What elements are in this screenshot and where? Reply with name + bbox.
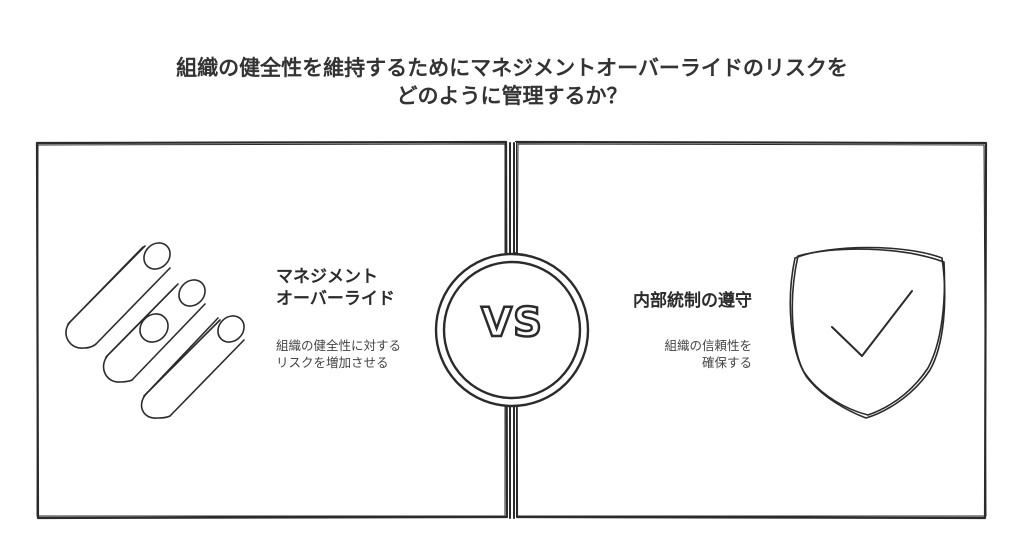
title-line-2: どのように管理するか？ — [396, 84, 628, 108]
left-heading-line-2: オーバーライド — [276, 289, 395, 309]
vs-badge — [434, 142, 590, 519]
right-desc-line-1: 組織の信頼性を — [664, 338, 752, 353]
page-title: 組織の健全性を維持するためにマネジメントオーバーライドのリスクを どのように管理… — [0, 54, 1024, 110]
left-heading-line-1: マネジメント — [276, 267, 378, 287]
right-heading: 内部統制の遵守 — [633, 291, 752, 311]
left-description: 組織の健全性に対する リスクを増加させる — [276, 337, 401, 371]
left-desc-line-2: リスクを増加させる — [276, 355, 389, 370]
title-line-1: 組織の健全性を維持するためにマネジメントオーバーライドのリスクを — [176, 56, 848, 80]
diagonal-bars-icon — [65, 242, 245, 419]
right-description: 組織の信頼性を 確保する — [612, 337, 752, 371]
right-desc-line-2: 確保する — [701, 355, 752, 370]
shield-check-icon — [789, 246, 946, 419]
left-heading: マネジメント オーバーライド — [276, 266, 395, 310]
vs-label: VS — [480, 299, 543, 348]
left-panel — [35, 140, 509, 520]
left-desc-line-1: 組織の健全性に対する — [276, 338, 402, 353]
